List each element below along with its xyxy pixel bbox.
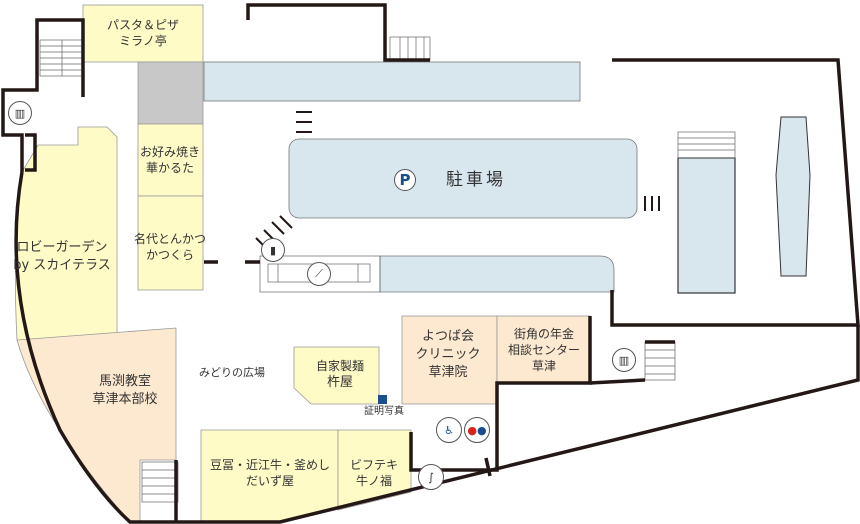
shop-ushinofuku[interactable]	[337, 429, 412, 511]
parking-right	[677, 157, 736, 294]
stairs	[39, 36, 736, 503]
shop-label-daizuya: 豆冨・近江牛・釜めしだいず屋	[209, 458, 331, 488]
male-restroom-icon: ●	[477, 423, 487, 437]
storage-area	[137, 61, 204, 125]
outer-walls	[1, 3, 860, 524]
shop-label-ushinofuku: ビフテキ牛ノ福	[349, 458, 399, 488]
elevator-icon[interactable]: ▥	[8, 101, 32, 125]
shop-label-nenkin: 街角の年金相談センター草津	[507, 327, 581, 373]
parking-strip-bottom	[379, 255, 615, 293]
parking-lot[interactable]	[288, 138, 638, 219]
shop-nenkin[interactable]	[496, 315, 591, 384]
shop-label-karuta: お好み焼き華かるた	[139, 145, 201, 175]
shop-label-yotsuba: よつば会クリニック草津院	[415, 329, 481, 380]
shop-label-mabuchi: 馬渕教室草津本部校	[92, 374, 158, 407]
parking-label: 駐車場	[446, 170, 506, 190]
shop-kineya[interactable]	[293, 346, 380, 405]
escalator-icon[interactable]: ⟋	[307, 262, 331, 286]
accessible-toilet-icon[interactable]: ♿	[436, 417, 462, 443]
parking-icon: P	[394, 169, 416, 191]
smoking-icon[interactable]: ∫	[418, 464, 444, 490]
shop-milano[interactable]	[82, 4, 204, 63]
shop-label-milano: パスタ＆ピザミラノ亭	[106, 18, 180, 48]
shop-yotsuba[interactable]	[401, 315, 498, 405]
shop-label-katsukura: 名代とんかつかつくら	[133, 232, 207, 262]
photo-booth[interactable]	[378, 395, 387, 404]
restroom-icon[interactable]: ●●	[464, 417, 490, 443]
parking-strip-top	[203, 61, 581, 102]
photo-booth-label: 証明写真	[364, 406, 404, 417]
atm-icon[interactable]: ▮	[261, 238, 285, 262]
female-restroom-icon: ●	[467, 423, 477, 437]
elevator-icon[interactable]: ▥	[612, 348, 636, 372]
plaza-label: みどりの広場	[199, 366, 265, 379]
shop-lobby-garden[interactable]	[14, 126, 118, 341]
shop-label-kineya: 自家製麺杵屋	[315, 359, 365, 390]
parking-ramp	[775, 116, 811, 277]
shop-katsukura[interactable]	[137, 195, 204, 291]
